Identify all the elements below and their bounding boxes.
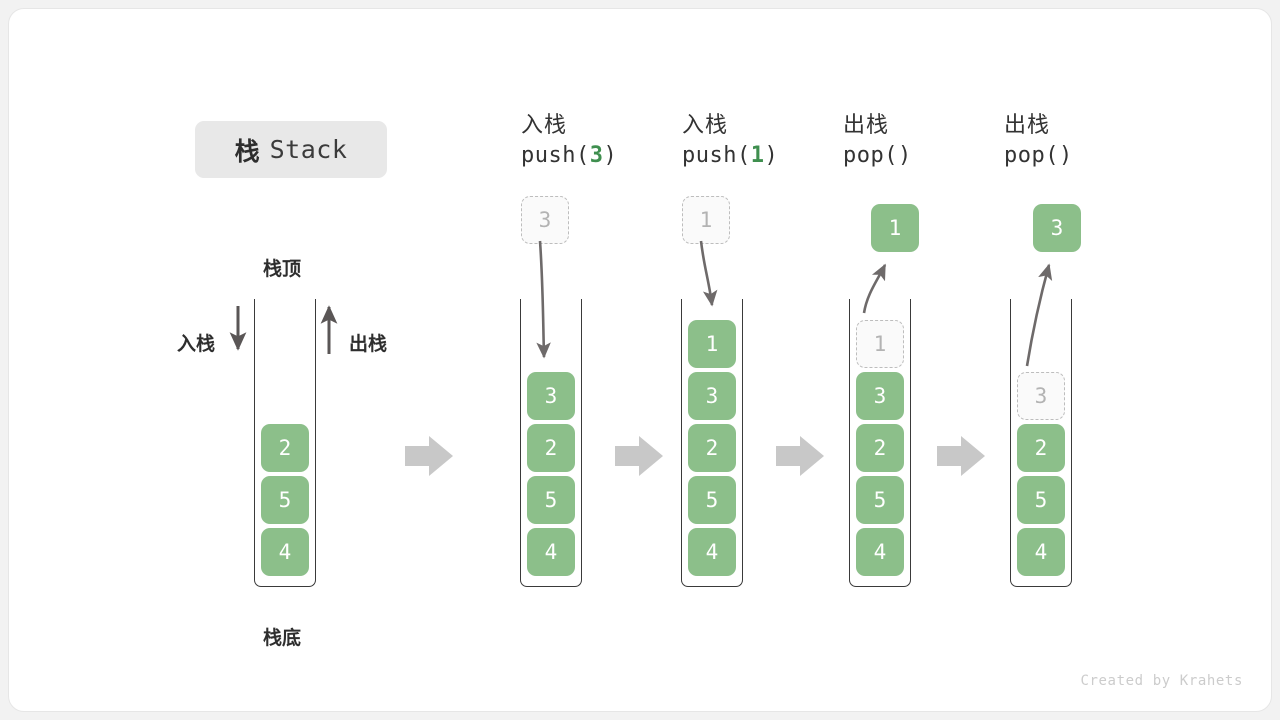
stack-title-en: Stack — [269, 135, 348, 164]
stack-node: 4 — [856, 528, 904, 576]
step-arrow-icon — [937, 436, 985, 476]
pop-direction-label: 出栈 — [349, 334, 388, 355]
stack-node: 2 — [856, 424, 904, 472]
stack-node: 4 — [688, 528, 736, 576]
push-1-motion-arrow-icon — [699, 240, 718, 307]
code-prefix: pop( — [843, 143, 898, 168]
floating-node-pop-3: 3 — [1033, 204, 1081, 252]
code-suffix: ) — [897, 143, 912, 168]
stage-header-pop-1: 出栈 pop() — [843, 110, 912, 172]
stack-node: 5 — [1017, 476, 1065, 524]
stage-header-line2: push(3) — [521, 140, 617, 172]
stack-container-pop-3 — [1010, 299, 1072, 587]
stack-node: 1 — [688, 320, 736, 368]
stage-header-push-3: 入栈 push(3) — [521, 110, 617, 172]
floating-node-pop-1: 1 — [871, 204, 919, 252]
diagram-card: 栈 Stack 栈顶 栈底 入栈 出栈 2 5 4 入栈 push(3) 3 3… — [8, 8, 1272, 712]
arrow-overlay — [229, 240, 1053, 476]
stack-node: 2 — [1017, 424, 1065, 472]
stage-header-line1: 入栈 — [682, 112, 729, 137]
stage-header-line2: push(1) — [682, 140, 778, 172]
stack-title-cn: 栈 — [234, 137, 260, 166]
code-argument: 1 — [750, 143, 765, 168]
code-prefix: push( — [682, 143, 751, 168]
step-arrow-icon — [615, 436, 663, 476]
code-prefix: pop( — [1004, 143, 1059, 168]
stage-header-line2: pop() — [843, 140, 912, 172]
stack-node: 5 — [261, 476, 309, 524]
credit-watermark: Created by Krahets — [1080, 673, 1243, 689]
ghost-node-pop-1: 1 — [856, 320, 904, 368]
stack-title-badge: 栈 Stack — [195, 121, 387, 178]
stack-node: 3 — [856, 372, 904, 420]
stack-node: 4 — [1017, 528, 1065, 576]
stack-node: 5 — [688, 476, 736, 524]
stack-node: 2 — [261, 424, 309, 472]
code-prefix: push( — [521, 143, 590, 168]
code-suffix: ) — [1058, 143, 1073, 168]
stack-node: 5 — [527, 476, 575, 524]
stage-header-pop-3: 出栈 pop() — [1004, 110, 1073, 172]
stack-container-initial — [254, 299, 316, 587]
code-suffix: ) — [764, 143, 779, 168]
stage-header-push-1: 入栈 push(1) — [682, 110, 778, 172]
stack-node: 2 — [688, 424, 736, 472]
stack-container-pop-1 — [849, 299, 911, 587]
code-suffix: ) — [603, 143, 618, 168]
stack-container-push-3 — [520, 299, 582, 587]
push-direction-label: 入栈 — [177, 334, 216, 355]
stack-container-push-1 — [681, 299, 743, 587]
stage-header-line2: pop() — [1004, 140, 1073, 172]
stage-header-line1: 入栈 — [521, 112, 568, 137]
step-arrow-icon — [405, 436, 453, 476]
stack-bottom-label: 栈底 — [263, 628, 302, 649]
stack-node: 4 — [527, 528, 575, 576]
stage-header-line1: 出栈 — [843, 112, 890, 137]
stack-node: 5 — [856, 476, 904, 524]
floating-node-push-1: 1 — [682, 196, 730, 244]
step-arrow-icon — [776, 436, 824, 476]
stack-top-label: 栈顶 — [263, 259, 302, 280]
floating-node-push-3: 3 — [521, 196, 569, 244]
code-argument: 3 — [589, 143, 604, 168]
stack-node: 3 — [688, 372, 736, 420]
stack-node: 3 — [527, 372, 575, 420]
ghost-node-pop-3: 3 — [1017, 372, 1065, 420]
stack-node: 2 — [527, 424, 575, 472]
stack-node: 4 — [261, 528, 309, 576]
stage-header-line1: 出栈 — [1004, 112, 1051, 137]
